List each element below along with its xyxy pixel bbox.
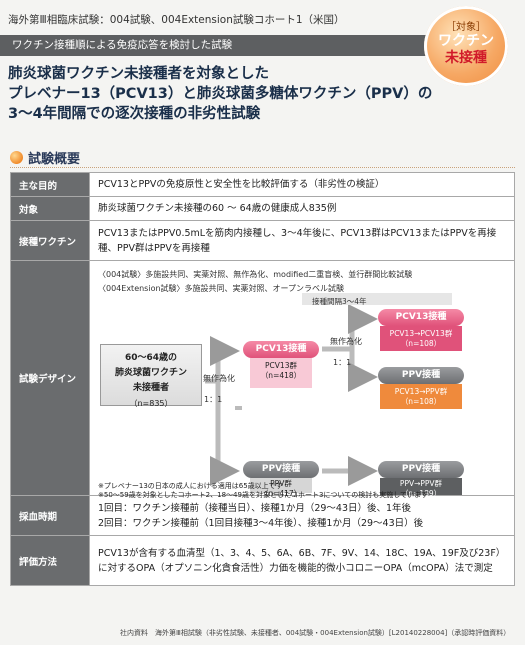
ratio-label-2: 1：1: [333, 358, 352, 367]
re-pcv13-group-box: PCV13→PCV13群 （n=108）: [380, 326, 462, 351]
group-n: （n=418）: [260, 371, 302, 380]
re-ppv2-group-box: PPV→PPV群 （n=189）: [380, 478, 462, 498]
group-n: （n=108）: [400, 397, 442, 406]
target-badge: ［対象］ ワクチン 未接種: [424, 6, 508, 86]
start-line: 未接種者: [132, 383, 169, 393]
row-label: 接種ワクチン: [10, 220, 90, 261]
badge-line1: ［対象］: [446, 22, 486, 33]
group-name: PPV群: [270, 479, 292, 488]
design-description: 〈004試験〉多施設共同、実薬対照、無作為化、modified二重盲検、並行群間…: [98, 270, 413, 279]
start-line: 60〜64歳の: [124, 353, 178, 363]
row-value: 肺炎球菌ワクチン未接種の60 〜 64歳の健康成人835例: [89, 196, 515, 221]
study-design-diagram: 〈004試験〉多施設共同、実薬対照、無作為化、modified二重盲検、並行群間…: [90, 261, 514, 498]
pcv13-arm-pill: PCV13接種: [243, 341, 319, 358]
row-label: 主な目的: [10, 172, 90, 197]
ratio-label: 1：1: [204, 395, 223, 404]
study-subtitle: 海外第Ⅲ相臨床試験：004試験、004Extension試験コホート1（米国）: [8, 14, 345, 26]
table-row: 対象 肺炎球菌ワクチン未接種の60 〜 64歳の健康成人835例: [10, 196, 515, 221]
interval-label: 接種間隔3〜4年: [312, 297, 367, 306]
start-population-box: 60〜64歳の 肺炎球菌ワクチン 未接種者 （n=835）: [100, 344, 202, 408]
source-footer: 社内資料 海外第Ⅲ相試験（非劣性試験、未接種者、004試験・004Extensi…: [120, 629, 511, 637]
start-n: （n=835）: [129, 399, 173, 408]
table-row: 主な目的 PCV13とPPVの免疫原性と安全性を比較評価する（非劣性の検証）: [10, 172, 515, 197]
study-overview-table: 主な目的 PCV13とPPVの免疫原性と安全性を比較評価する（非劣性の検証） 対…: [10, 172, 515, 586]
title-line: 肺炎球菌ワクチン未接種者を対象とした: [8, 66, 269, 82]
pcv13-group-box: PCV13群 （n=418）: [250, 358, 312, 388]
design-description: 〈004Extension試験〉多施設共同、実薬対照、オープンラベル試験: [98, 284, 345, 293]
re-pcv13-pill: PCV13接種: [378, 309, 464, 326]
flow-arrows: [205, 293, 452, 486]
randomization-label-2: 無作為化: [330, 337, 362, 346]
table-row: 試験デザイン 〈004試験〉多施設共同、実薬対照、無作為化、modified二重…: [10, 260, 515, 499]
re-ppv-pill: PPV接種: [378, 367, 464, 384]
row-value-line: 2回目：ワクチン接種前（1回目接種3〜4年後）、接種1か月（29〜43日）後: [98, 517, 424, 529]
section-divider: [10, 167, 515, 168]
start-line: 肺炎球菌ワクチン: [114, 368, 187, 378]
table-row: 評価方法 PCV13が含有する血清型（1、3、4、5、6A、6B、7F、9V、1…: [10, 535, 515, 586]
page-title: 肺炎球菌ワクチン未接種者を対象とした プレベナー13（PCV13）と肺炎球菌多糖…: [8, 64, 438, 124]
orange-orb-icon: [10, 151, 23, 164]
row-value: PCV13が含有する血清型（1、3、4、5、6A、6B、7F、9V、14、18C…: [89, 535, 515, 586]
ppv-arm-pill: PPV接種: [243, 461, 319, 478]
row-label: 対象: [10, 196, 90, 221]
title-line: プレベナー13（PCV13）と肺炎球菌多糖体ワクチン（PPV）の: [8, 86, 433, 102]
table-row: 接種ワクチン PCV13またはPPV0.5mLを筋肉内接種し、3〜4年後に、PC…: [10, 220, 515, 261]
group-n: （n=417）: [260, 489, 302, 498]
group-name: PCV13→PPV群: [394, 387, 448, 396]
group-name: PPV→PPV群: [399, 479, 443, 488]
re-ppv-group-box: PCV13→PPV群 （n=108）: [380, 384, 462, 409]
row-value-line: 1回目：ワクチン接種前（接種当日）、接種1か月（29〜43日）後、1年後: [98, 502, 412, 514]
group-name: PCV13群: [265, 361, 297, 370]
row-label: 試験デザイン: [10, 260, 90, 496]
row-value: PCV13またはPPV0.5mLを筋肉内接種し、3〜4年後に、PCV13群はPC…: [89, 220, 515, 261]
footnote: ※50〜59歳を対象としたコホート2、18〜49歳を対象としたコホート3について…: [98, 491, 428, 499]
study-theme-bar: ワクチン接種順による免疫応答を検討した試験: [0, 35, 432, 56]
badge-line2: ワクチン: [438, 33, 494, 49]
badge-line3: 未接種: [445, 50, 487, 66]
section-header: 試験概要: [10, 148, 80, 167]
row-value: PCV13とPPVの免疫原性と安全性を比較評価する（非劣性の検証）: [89, 172, 515, 197]
re-ppv2-pill: PPV接種: [378, 461, 464, 478]
footnote: ※プレベナー13の日本の成人における適用は65歳以上です: [98, 482, 283, 490]
group-n: （n=108）: [400, 339, 442, 348]
title-line: 3〜4年間隔での逐次接種の非劣性試験: [8, 106, 261, 122]
ppv-group-box: PPV群 （n=417）: [250, 478, 312, 498]
randomization-label: 無作為化: [203, 374, 235, 383]
section-title: 試験概要: [28, 152, 81, 167]
table-row: 採血時期 1回目：ワクチン接種前（接種当日）、接種1か月（29〜43日）後、1年…: [10, 495, 515, 536]
row-label: 評価方法: [10, 535, 90, 586]
group-name: PCV13→PCV13群: [389, 329, 453, 338]
row-label: 採血時期: [10, 495, 90, 536]
group-n: （n=189）: [400, 489, 442, 498]
